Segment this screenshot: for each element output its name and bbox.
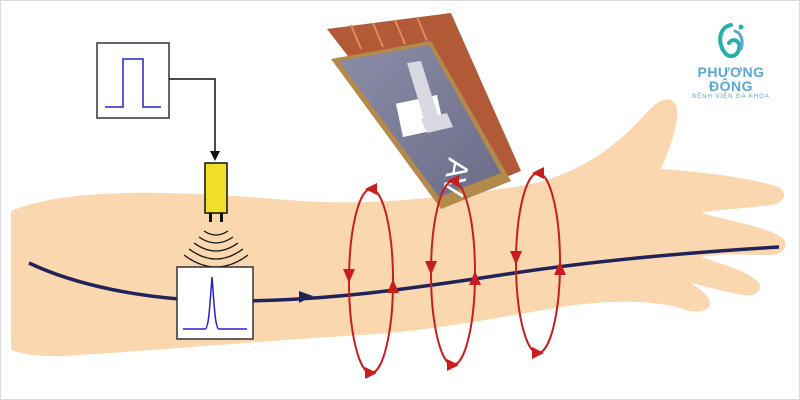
field-arrows: [343, 167, 566, 379]
input-pulse-box: [96, 42, 170, 119]
square-pulse-signal: [105, 58, 161, 108]
spike-signal: [183, 276, 247, 330]
ultrasound-transducer: [204, 162, 228, 214]
logo-mark-icon: [718, 23, 744, 59]
nerve-direction-arrow: [299, 291, 313, 303]
connector-arrowhead: [210, 151, 220, 161]
magnetic-sensor-chip: [327, 13, 521, 209]
transducer-leg-right: [220, 213, 223, 222]
transducer-leg-left: [209, 213, 212, 222]
brand-subtitle: BỆNH VIỆN ĐA KHOA: [692, 94, 770, 100]
connector-wire: [169, 78, 216, 153]
brand-name: PHƯƠNG ĐÔNG: [697, 64, 765, 94]
response-pulse-box: [176, 266, 254, 340]
brand-logo: PHƯƠNG ĐÔNG BỆNH VIỆN ĐA KHOA: [681, 21, 781, 101]
